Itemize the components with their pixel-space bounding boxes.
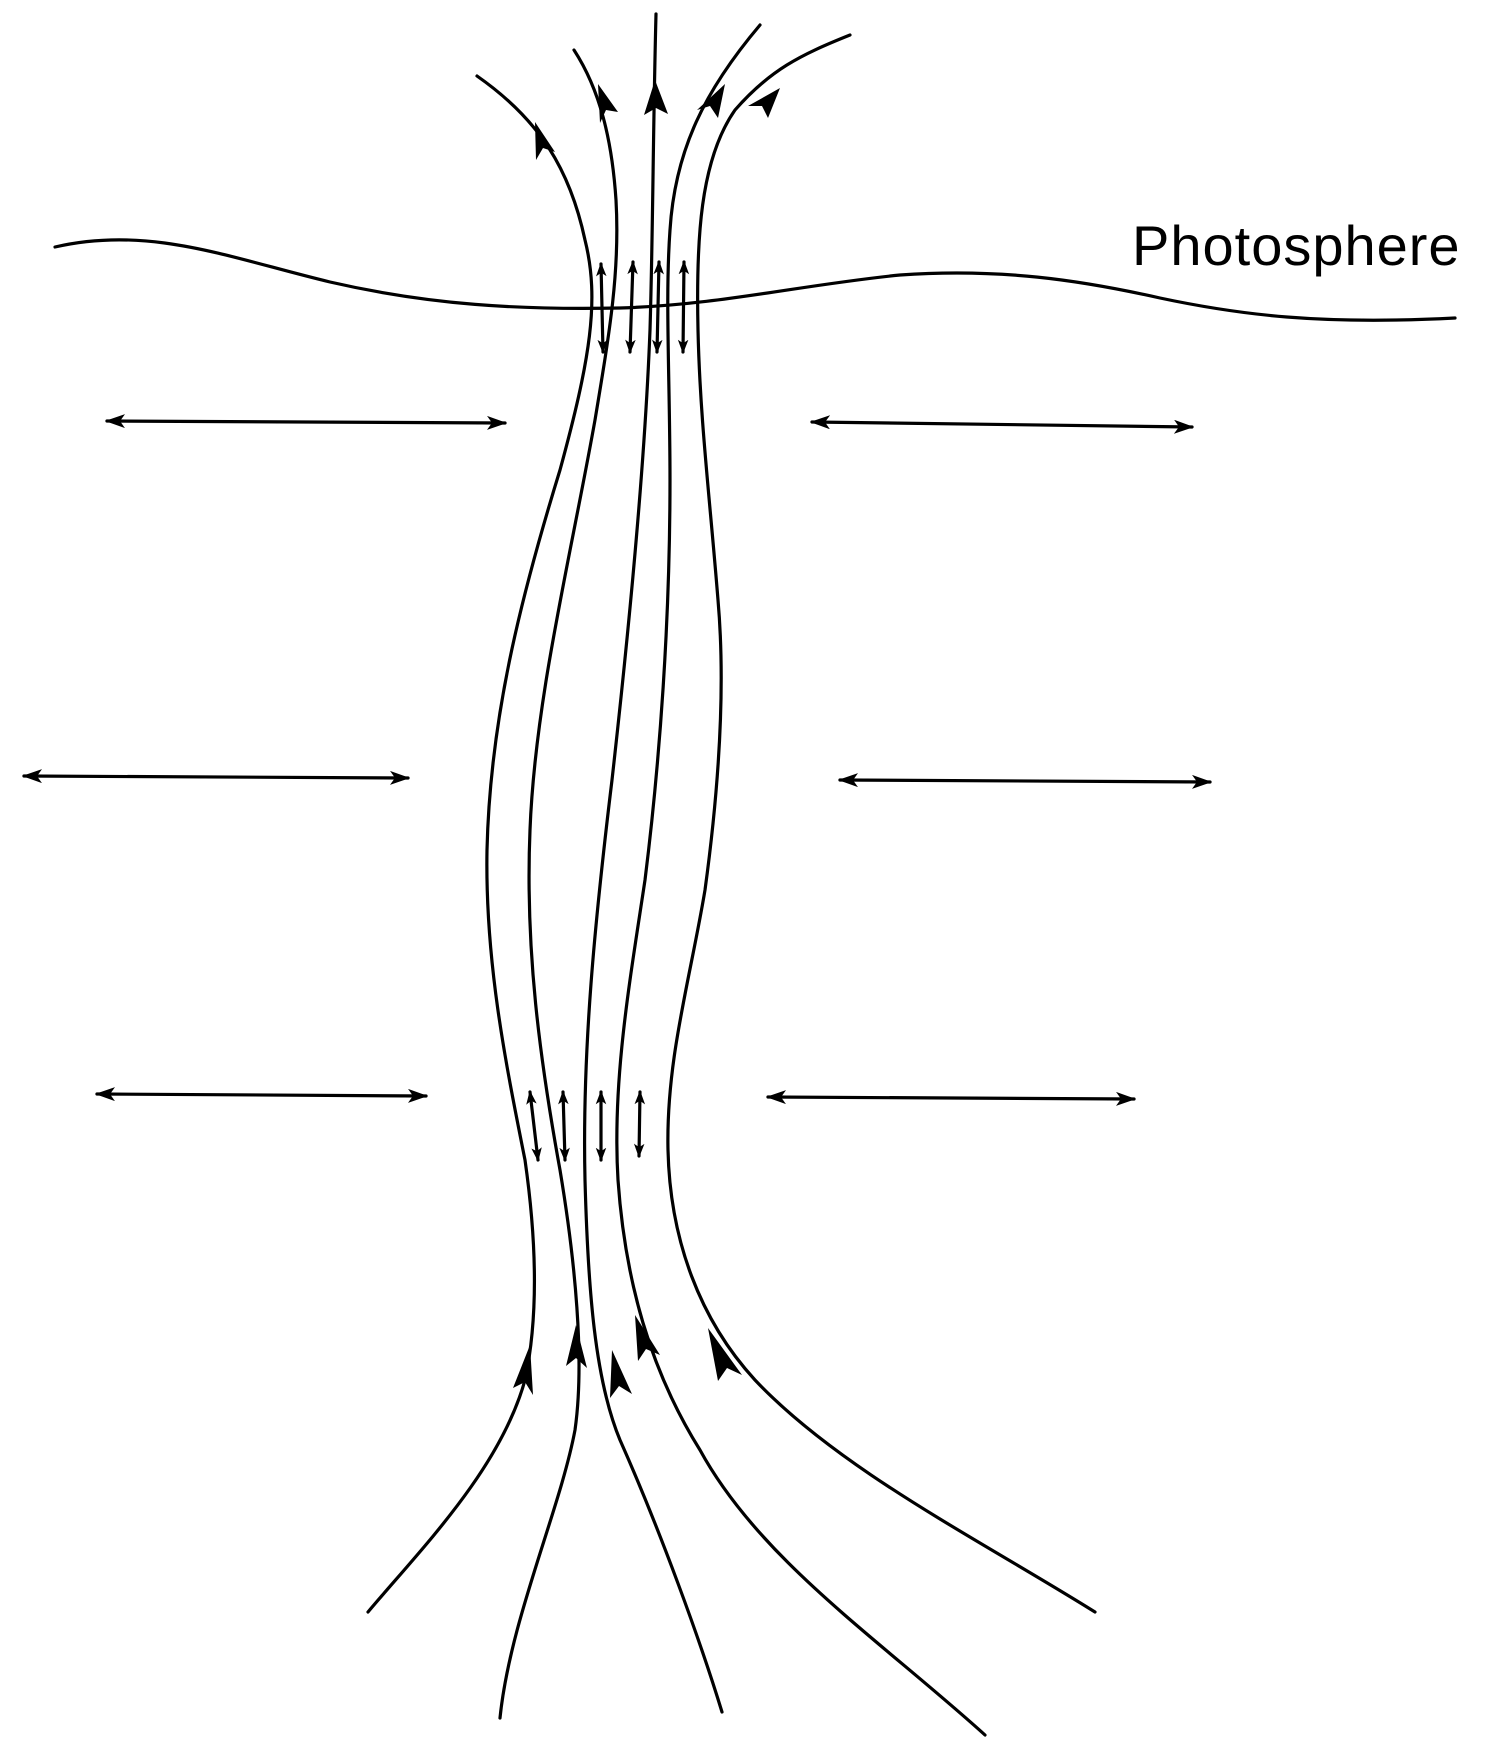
osc-arrow-upper-4: [677, 260, 690, 354]
osc-arrow-lower-4: [633, 1090, 646, 1158]
arrow-in-4: [635, 1315, 660, 1361]
arrow-in-2: [566, 1325, 587, 1368]
vertical-oscillation-upper: [596, 260, 690, 354]
field-line-3: [582, 12, 724, 1714]
arrow-in-5: [708, 1328, 742, 1381]
horizontal-arrow-left-1: [105, 414, 507, 430]
arrow-up-2: [598, 84, 618, 123]
field-line-4: [615, 23, 987, 1737]
osc-arrow-upper-3: [652, 260, 664, 354]
field-line-5: [666, 33, 1097, 1614]
field-line-arrows: [513, 80, 780, 1398]
arrow-up-3: [644, 80, 668, 115]
arrow-up-4: [697, 84, 725, 118]
osc-arrow-upper-2: [625, 260, 638, 354]
field-line-1: [366, 74, 594, 1614]
osc-arrow-lower-2: [558, 1090, 570, 1162]
horizontal-arrow-right-2: [838, 773, 1212, 789]
arrow-up-1: [535, 122, 555, 160]
horizontal-arrow-left-2: [22, 769, 410, 785]
arrow-in-1: [513, 1345, 533, 1395]
arrow-up-5: [748, 88, 780, 118]
horizontal-arrow-right-3: [766, 1090, 1136, 1106]
horizontal-arrow-right-1: [810, 415, 1194, 434]
photosphere-line: [53, 238, 1457, 322]
osc-arrow-lower-1: [526, 1090, 542, 1162]
horizontal-motions: [22, 414, 1212, 1106]
osc-arrow-upper-1: [596, 262, 608, 354]
vertical-oscillation-lower: [526, 1090, 646, 1162]
field-line-2: [498, 48, 619, 1720]
arrow-in-3: [610, 1350, 632, 1398]
horizontal-arrow-left-3: [95, 1087, 428, 1103]
photosphere-label: Photosphere: [1132, 214, 1461, 277]
